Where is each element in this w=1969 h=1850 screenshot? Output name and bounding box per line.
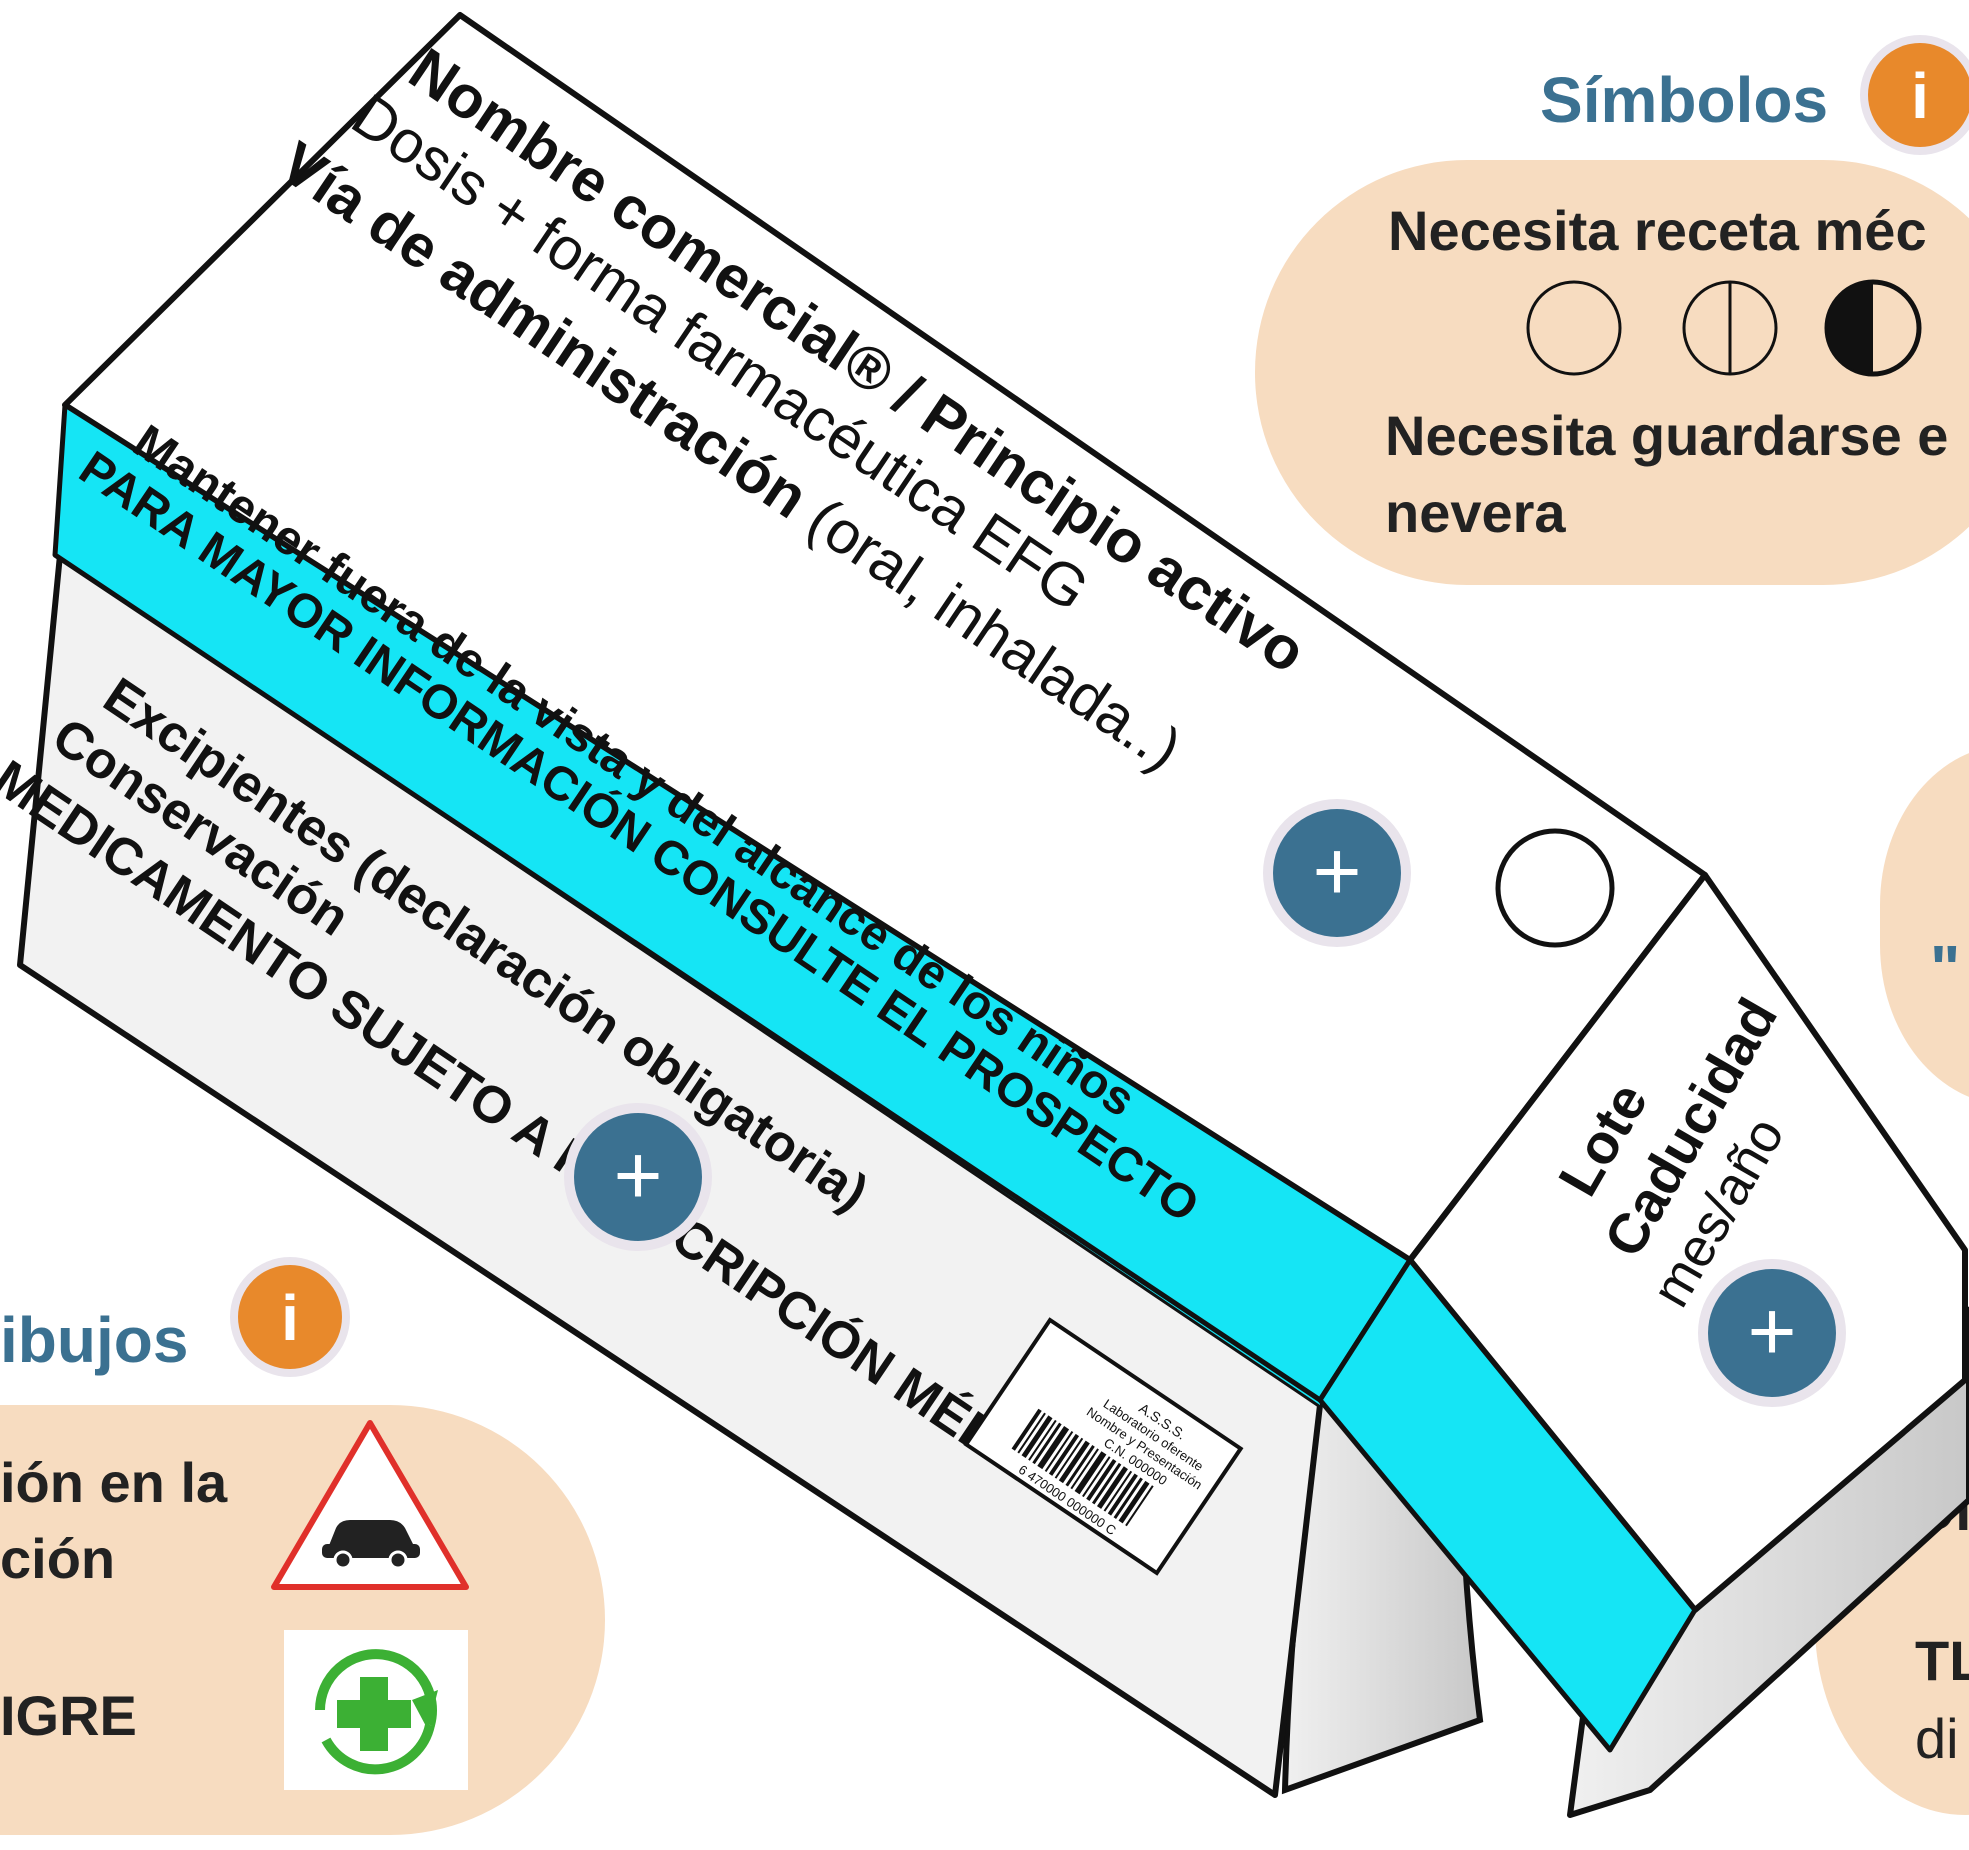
dibujos-line3: IGRE <box>0 1684 137 1747</box>
barcode-bars <box>1011 1408 1154 1527</box>
dibujos-line2: ción <box>0 1527 115 1590</box>
info-icon: i <box>281 1282 299 1354</box>
plus-icon: + <box>613 1128 662 1222</box>
plus-button-top-face[interactable]: + <box>1263 799 1411 947</box>
right-mid-panel-bg <box>1880 753 1969 1097</box>
dibujos-info-button[interactable]: i <box>230 1257 350 1377</box>
right-mid-quote: " <box>1930 932 1960 1004</box>
plus-icon: + <box>1312 824 1361 918</box>
prescription-circles-icon <box>1526 279 1922 377</box>
simbolos-title: Símbolos <box>1540 64 1828 136</box>
box-end-face <box>1407 872 1968 1613</box>
box-circle-cutout <box>1495 828 1615 948</box>
simbolos-line2: Necesita guardarse e <box>1385 404 1948 467</box>
simbolos-line1: Necesita receta méc <box>1388 199 1927 262</box>
medicine-box: Nombre comercial® / Principio activo Dos… <box>0 12 1969 1818</box>
dibujos-line1: ión en la <box>0 1451 228 1514</box>
simbolos-line3: nevera <box>1385 481 1566 544</box>
plus-button-end-face[interactable]: + <box>1698 1259 1846 1407</box>
dibujos-title: ibujos <box>0 1304 188 1376</box>
box-end-band <box>1317 1257 1698 1753</box>
sigre-icon <box>284 1630 468 1790</box>
barcode-sticker: A.S.S.S. Laboratorio oferente Nombre y P… <box>963 1317 1244 1576</box>
simbolos-panel-bg <box>1255 160 1969 585</box>
driving-warning-icon <box>271 1420 469 1590</box>
info-icon: i <box>1911 60 1929 132</box>
right-mid-panel: " <box>1880 753 1969 1097</box>
plus-icon: + <box>1747 1284 1796 1378</box>
simbolos-panel: Símbolos i Necesita receta méc Necesita … <box>1255 35 1969 585</box>
plus-button-front-face[interactable]: + <box>564 1103 712 1251</box>
right-bottom-line2: TL <box>1915 1629 1969 1692</box>
right-bottom-line3: di <box>1915 1707 1959 1770</box>
simbolos-info-button[interactable]: i <box>1860 35 1969 155</box>
dibujos-panel: ibujos i ión en la ción IGRE <box>0 1257 605 1835</box>
